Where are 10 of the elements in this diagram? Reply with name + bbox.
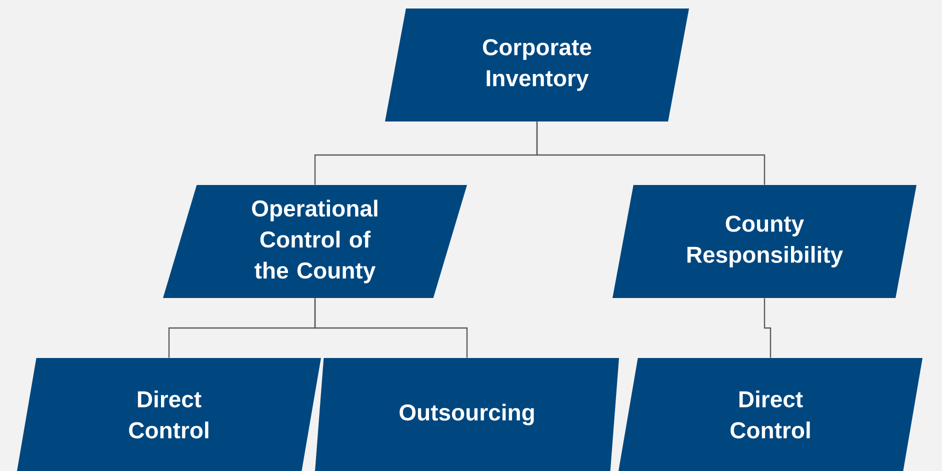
parallelogram-box: Direct Control [618, 358, 923, 471]
parallelogram-box: Direct Control [17, 358, 321, 471]
parallelogram-box: Corporate Inventory [385, 8, 689, 122]
parallelogram-box: Operational Control of the County [163, 185, 467, 298]
connector-line [314, 298, 468, 358]
connector-line [536, 122, 766, 185]
node-label: Direct Control [129, 390, 208, 438]
parallelogram-box: County Responsibility [612, 185, 916, 298]
connector-line [764, 298, 772, 358]
parallelogram-box: Outsourcing [315, 358, 619, 471]
